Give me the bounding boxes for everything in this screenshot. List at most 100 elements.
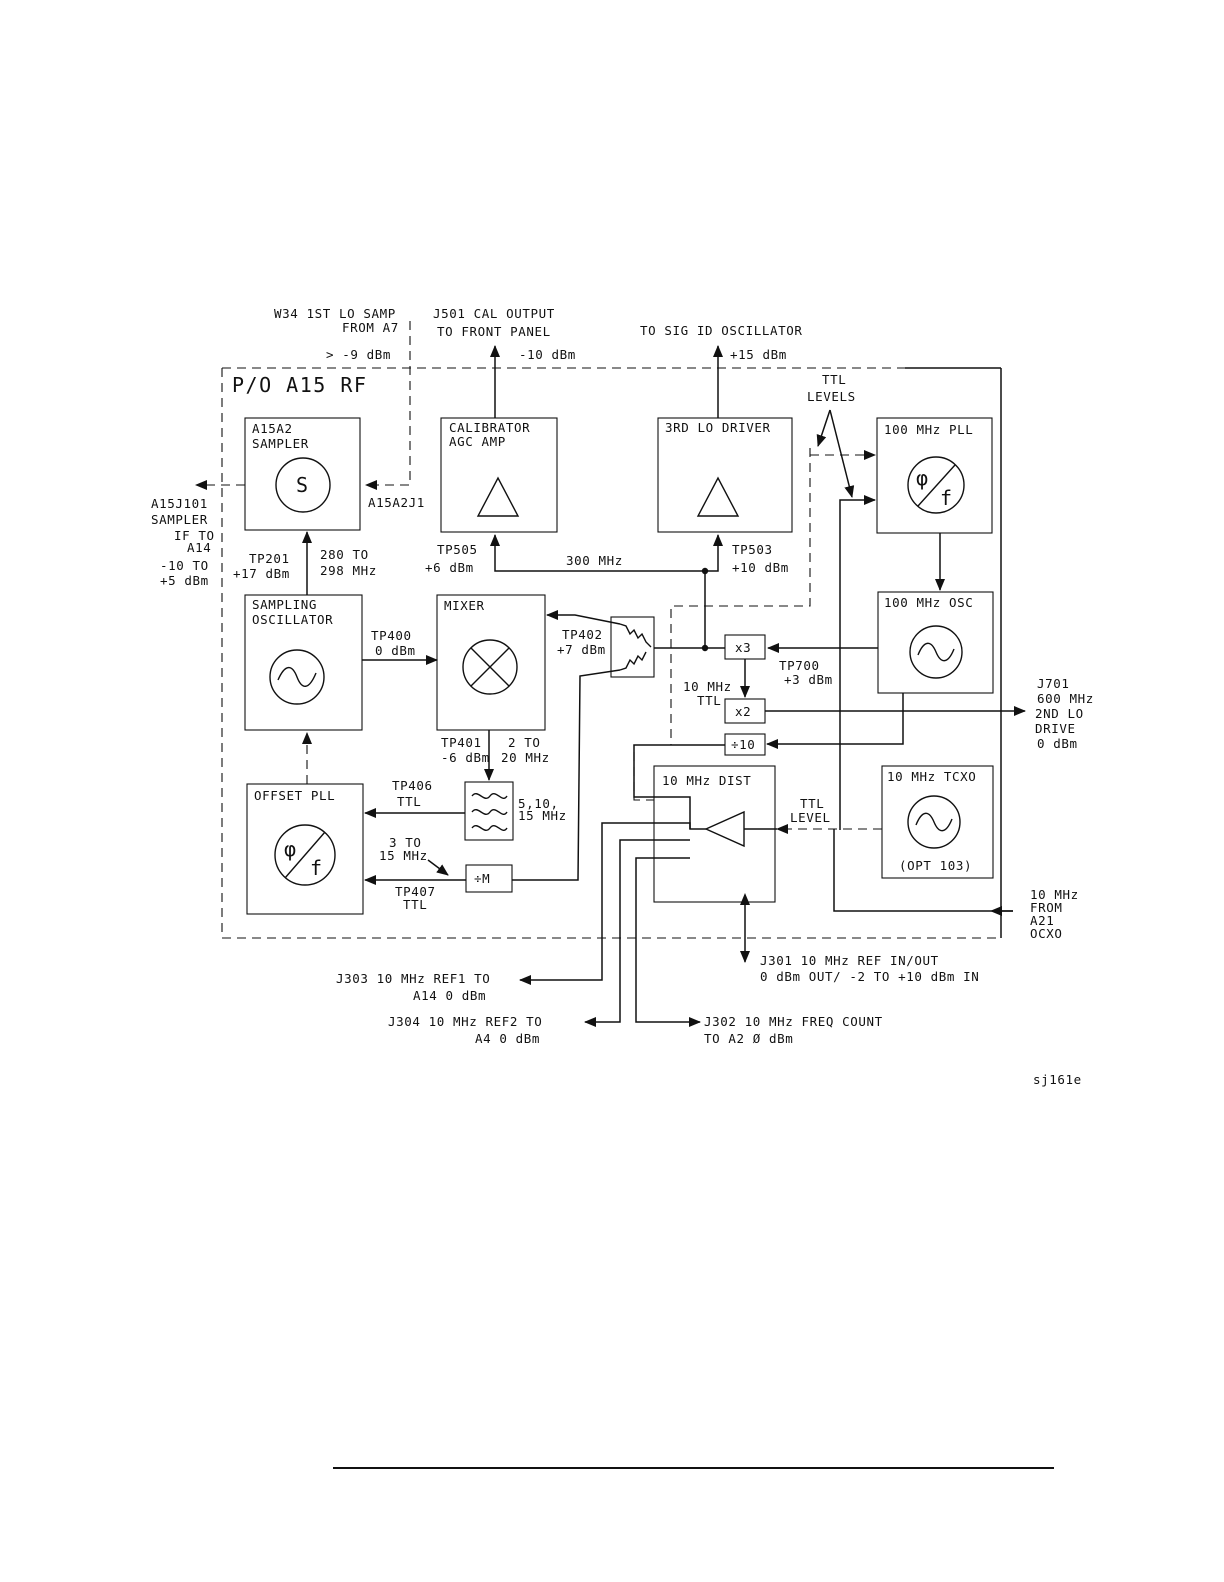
offset-pll-block <box>246 783 364 915</box>
j701-line2: 600 MHz <box>1037 691 1094 706</box>
tp407-line2: TTL <box>403 897 427 912</box>
j701-line5: 0 dBm <box>1037 736 1078 751</box>
sampling-osc-sine-icon <box>269 649 325 705</box>
osc100-to-div10 <box>766 693 904 749</box>
w34-input-line <box>365 321 411 490</box>
w34-label-line2: FROM A7 <box>342 320 399 335</box>
sampler-block <box>244 417 361 531</box>
mixer-icon <box>462 639 518 695</box>
calibrator-agc-amp-block <box>440 417 558 533</box>
ttl-levels-pointer-1 <box>816 409 831 447</box>
pll-f-glyph: f <box>940 486 953 510</box>
junction-dot <box>701 567 709 575</box>
j304-line2: A4 0 dBm <box>475 1031 540 1046</box>
offset-pll-f-glyph: f <box>310 856 323 880</box>
w34-label-line1: W34 1ST LO SAMP <box>274 306 396 321</box>
tp406-line1: TP406 <box>392 778 433 793</box>
pll-phase-slash <box>917 464 956 507</box>
filter-freqs-line1: 5,10, <box>518 796 559 811</box>
a15j101-line3: IF TO <box>174 528 215 543</box>
figure-id: sj161e <box>1033 1072 1082 1087</box>
j501-level: -10 dBm <box>519 347 576 362</box>
tp407-line1: TP407 <box>395 884 436 899</box>
offset-pll-slash <box>284 831 326 879</box>
10mhz-tcxo-block <box>881 765 994 879</box>
filter-freqs-line2: 15 MHz <box>518 808 567 823</box>
10mhz-dist-block <box>653 765 776 903</box>
sampler-symbol <box>275 457 331 513</box>
100mhz-pll-label: 100 MHz PLL <box>884 422 973 437</box>
300mhz-to-lo-driver <box>705 534 723 572</box>
pll-phi-glyph: φ <box>916 466 929 490</box>
freq-280-line2: 298 MHz <box>320 563 377 578</box>
mixer-block <box>436 594 546 731</box>
freq-280-line1: 280 TO <box>320 547 369 562</box>
100mhz-osc-label: 100 MHz OSC <box>884 595 973 610</box>
sampling-oscillator-block <box>244 594 363 731</box>
div10-label: ÷10 <box>731 737 755 752</box>
j301-line1: J301 10 MHz REF IN/OUT <box>760 953 939 968</box>
section-border <box>221 367 1002 939</box>
a15j101-line2: SAMPLER <box>151 512 208 527</box>
j501-label-line1: J501 CAL OUTPUT <box>433 306 555 321</box>
dist-output-to-j303 <box>519 822 691 985</box>
ttl10-line1: 10 MHz <box>683 679 732 694</box>
tp503-line2: +10 dBm <box>732 560 789 575</box>
a15j101-line4: A14 <box>187 540 211 555</box>
tp503-line1: TP503 <box>732 542 773 557</box>
freq-3-15-line1: 3 TO <box>389 835 422 850</box>
tp700-line2: +3 dBm <box>784 672 833 687</box>
tp505-line2: +6 dBm <box>425 560 474 575</box>
w34-level: > -9 dBm <box>326 347 391 362</box>
tp401-line2: -6 dBm <box>441 750 490 765</box>
divm-label: ÷M <box>474 871 490 886</box>
j303-line2: A14 0 dBm <box>413 988 486 1003</box>
a15a2j1-label: A15A2J1 <box>368 495 425 510</box>
x2-label: x2 <box>735 704 751 719</box>
freq-2-20-line2: 20 MHz <box>501 750 550 765</box>
dist-output-j303 <box>633 744 725 830</box>
dist-output-to-j302 <box>635 857 701 1027</box>
mhz10-from-line1: 10 MHz <box>1030 887 1079 902</box>
j304-line1: J304 10 MHz REF2 TO <box>388 1014 542 1029</box>
ttl-level-line1: TTL <box>800 796 824 811</box>
tcxo-sine-wave <box>915 812 953 832</box>
offset-pll-phi-glyph: φ <box>284 837 297 861</box>
ttl-levels-line1: TTL <box>822 372 846 387</box>
calibrator-amp-triangle-icon <box>476 476 520 517</box>
lo-driver-amp-triangle-icon <box>696 476 740 517</box>
3rd-lo-driver-block <box>657 417 793 533</box>
10mhz-tcxo-label: 10 MHz TCXO <box>887 769 976 784</box>
ttl-levels-line2: LEVELS <box>807 389 856 404</box>
a15j101-line1: A15J101 <box>151 496 208 511</box>
300mhz-label: 300 MHz <box>566 553 623 568</box>
tcxo-option-label: (OPT 103) <box>899 858 972 873</box>
tp406-line2: TTL <box>397 794 421 809</box>
pll-reference-line <box>839 495 876 830</box>
tp402-line1: TP402 <box>562 627 603 642</box>
inner-dashed-region <box>633 448 811 801</box>
offset-pll-phase-detector-icon <box>274 824 336 886</box>
mixer-x-stroke-2 <box>470 647 510 687</box>
ttl-level-line2: LEVEL <box>790 810 831 825</box>
tp201-line1: TP201 <box>249 551 290 566</box>
junction-dot <box>701 644 709 652</box>
freq-3-15-pointer <box>427 859 449 876</box>
sampling-osc-label-line2: OSCILLATOR <box>252 612 333 627</box>
section-title: P/O A15 RF <box>232 373 367 397</box>
mhz10-from-line2: FROM <box>1030 900 1063 915</box>
3rd-lo-driver-label: 3RD LO DRIVER <box>665 420 771 435</box>
mixer-label: MIXER <box>444 598 485 613</box>
power-splitter-block <box>610 616 655 678</box>
splitter-to-divm <box>512 669 621 881</box>
tp201-line2: +17 dBm <box>233 566 290 581</box>
j301-line2: 0 dBm OUT/ -2 TO +10 dBm IN <box>760 969 979 984</box>
j302-line1: J302 10 MHz FREQ COUNT <box>704 1014 883 1029</box>
ocxo-input-line <box>833 829 1013 912</box>
mhz10-from-line4: OCXO <box>1030 926 1063 941</box>
osc-100-sine-icon <box>909 625 963 679</box>
tcxo-sine-icon <box>907 795 961 849</box>
100mhz-pll-block <box>876 417 993 534</box>
osc-100-sine-wave <box>917 642 955 662</box>
